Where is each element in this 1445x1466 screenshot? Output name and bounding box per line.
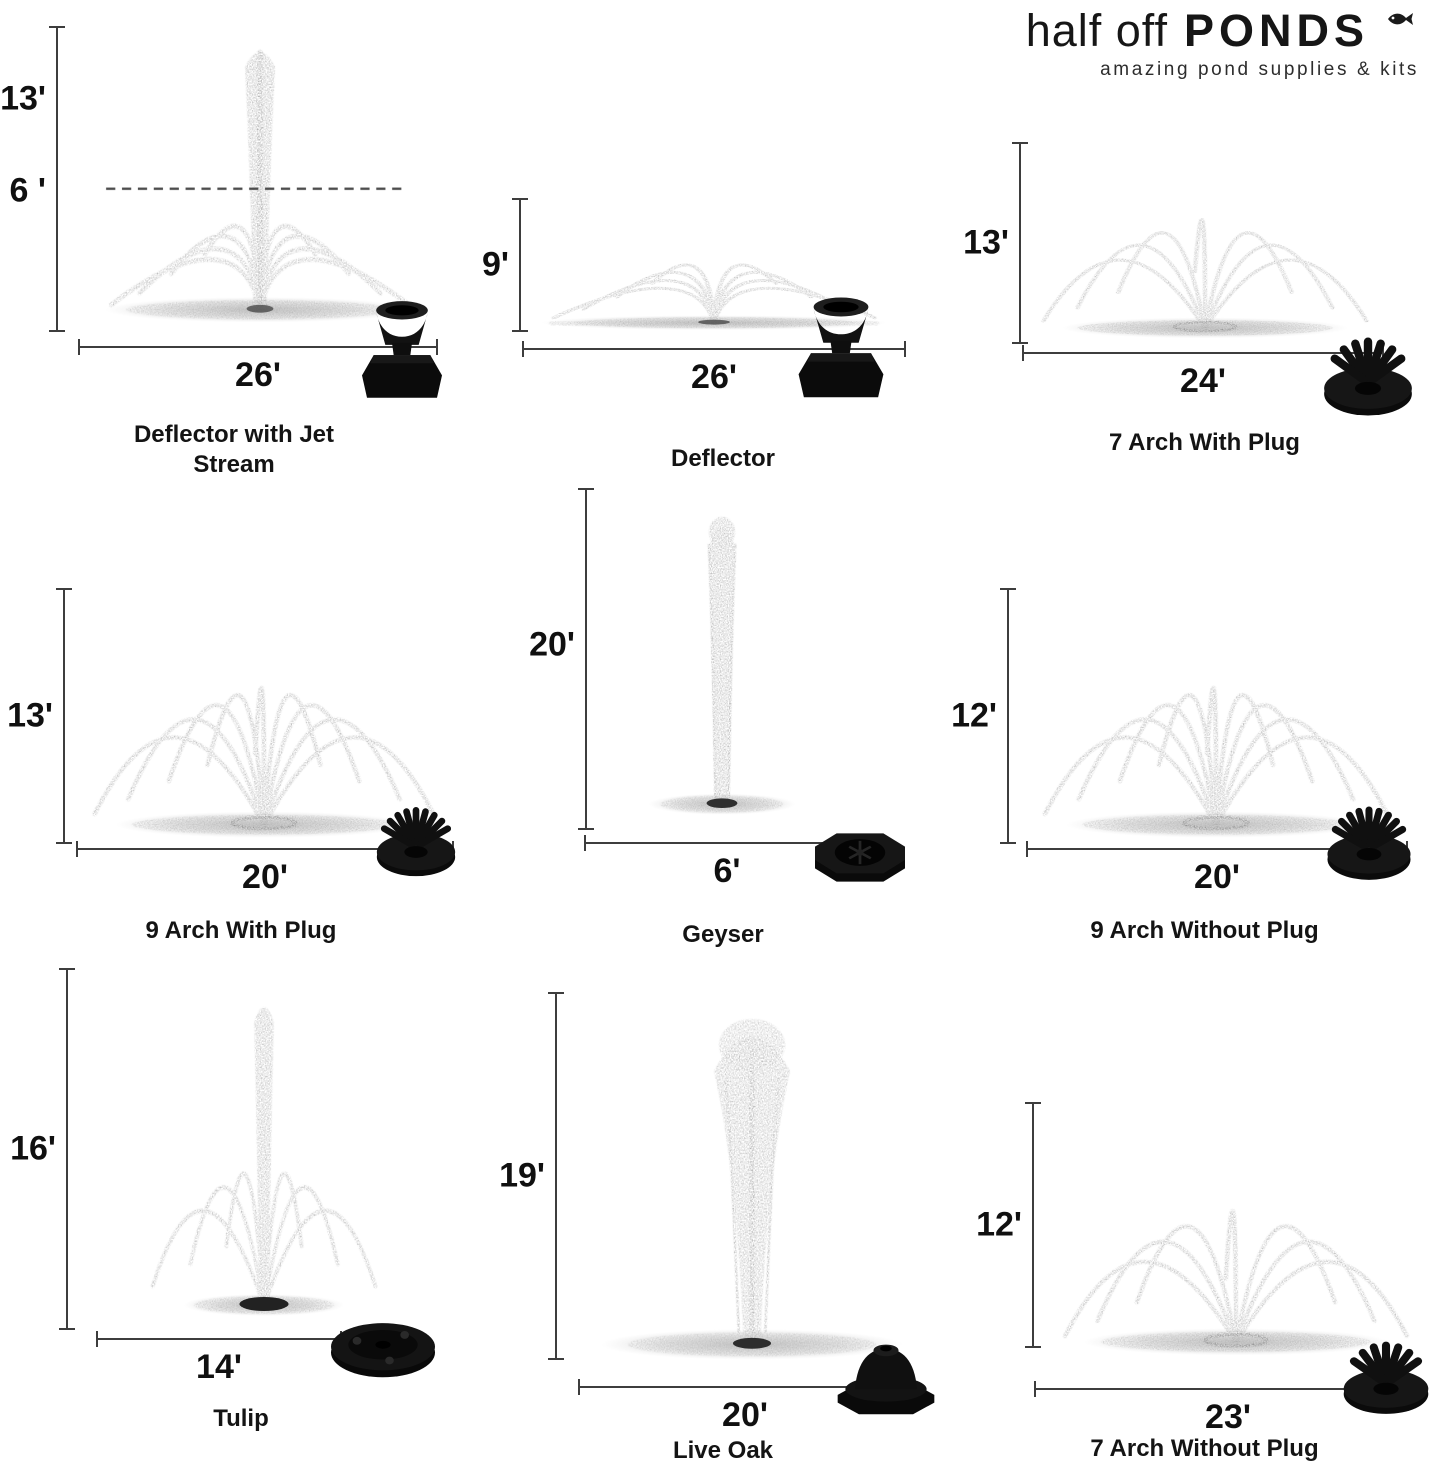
height-measure-line: [512, 198, 528, 332]
height-measure-line: [578, 488, 594, 830]
width-value: 26': [691, 358, 737, 396]
fountain-name: Deflector with Jet Stream: [133, 421, 335, 478]
spray-illustration-geyser: [612, 486, 832, 832]
fountain-card-deflector-with-jet-stream: 13' 6 ' 26' Deflector with Jet Stream: [0, 0, 482, 484]
width-measure-line: [78, 339, 438, 355]
fountain-name: Geyser: [682, 921, 764, 948]
fountain-name: Deflector: [670, 445, 776, 472]
height-measure-line: [59, 968, 75, 1330]
height-value: 13': [963, 223, 1009, 262]
fountain-card-tulip: 16' 14' Tulip: [0, 968, 482, 1452]
height-measure-line: [548, 992, 564, 1360]
width-measure: 20': [76, 841, 454, 897]
width-measure-line: [522, 341, 906, 357]
live-oak-nozzle-image: [828, 1304, 944, 1420]
brand-name: half off PONDS: [1026, 8, 1419, 53]
fountain-name: 9 Arch Without Plug: [1090, 917, 1319, 944]
width-measure: 24': [1022, 345, 1384, 401]
height-measure: 16': [10, 968, 75, 1330]
height-measure-line: [1012, 142, 1028, 344]
height-value: 13': [0, 79, 46, 118]
7-prong-nozzle-image: [1312, 310, 1424, 422]
deflector-nozzle-image: [352, 290, 452, 412]
height-measure: 13': [963, 142, 1028, 344]
height-value: 12': [951, 696, 997, 735]
fountain-card-live-oak: 19' 20' Live Oak: [482, 968, 964, 1464]
width-measure: 6': [584, 835, 870, 891]
fountain-name: 7 Arch Without Plug: [1090, 1435, 1319, 1462]
height-measure: 9': [463, 198, 528, 332]
fountain-card-7-arch-without-plug: 12' 23' 7 Arch Without Plug: [964, 968, 1445, 1462]
width-measure: 14': [96, 1331, 342, 1387]
height-value: 9': [482, 245, 509, 284]
width-value: 14': [196, 1348, 242, 1386]
height-measure-line: [1000, 588, 1016, 844]
height-secondary-value: 6 ': [9, 171, 46, 210]
brand-name-light: half off: [1025, 5, 1168, 56]
width-value: 20': [242, 858, 288, 896]
fountain-card-7-arch-with-plug: 13' 24' 7 Arch With Plug: [963, 0, 1445, 484]
height-measure-line: [1025, 1102, 1041, 1348]
geyser-nozzle-image: [806, 790, 914, 890]
width-measure: 20': [578, 1379, 912, 1435]
9-prong-nozzle-image: [366, 782, 466, 882]
fountain-name: Live Oak: [672, 1437, 774, 1464]
width-measure: 23': [1034, 1381, 1422, 1437]
fountain-name: 7 Arch With Plug: [1109, 429, 1300, 456]
width-value: 20': [1194, 858, 1240, 896]
brand-tagline: amazing pond supplies & kits: [1100, 59, 1419, 80]
fish-icon: [1385, 9, 1419, 29]
width-measure-line: [1022, 345, 1384, 361]
brand-logo: half off PONDS amazing pond supplies & k…: [1026, 8, 1419, 81]
height-value: 13': [7, 696, 53, 735]
fountain-name: Tulip: [213, 1405, 269, 1432]
fountain-card-9-arch-with-plug: 13' 20' 9 Arch With Plug: [0, 484, 482, 968]
fountain-card-9-arch-without-plug: 12' 20' 9 Arch Without Plug: [951, 484, 1445, 968]
brand-name-bold: PONDS: [1183, 5, 1369, 56]
height-measure: 20': [529, 488, 594, 830]
width-value: 23': [1205, 1398, 1251, 1436]
height-measure: 13' 6 ': [0, 26, 65, 332]
width-measure: 26': [78, 339, 438, 395]
height-measure: 12': [951, 588, 1016, 844]
deflector-nozzle-image: [788, 286, 894, 412]
width-value: 24': [1180, 362, 1226, 400]
height-measure: 12': [976, 1102, 1041, 1348]
width-measure: 26': [522, 341, 906, 397]
width-measure-line: [96, 1331, 342, 1347]
9-prong-nozzle-image: [1316, 780, 1422, 886]
height-value: 12': [976, 1205, 1022, 1244]
width-value: 20': [722, 1396, 768, 1434]
height-measure: 19': [499, 992, 564, 1360]
height-value: 16': [10, 1129, 56, 1168]
width-value: 6': [713, 852, 741, 890]
fountain-name: 9 Arch With Plug: [145, 917, 337, 944]
height-value: 19': [499, 1156, 545, 1195]
tulip-nozzle-image: [318, 1272, 448, 1390]
7-prong-nozzle-image: [1332, 1316, 1440, 1420]
fountain-card-geyser: 20' 6' Geyser: [482, 484, 964, 968]
fountain-card-deflector: 9' 26' Deflector: [482, 0, 964, 484]
height-measure: 13': [7, 588, 72, 844]
width-value: 26': [235, 356, 281, 394]
height-value: 20': [529, 625, 575, 664]
height-measure-line: [49, 26, 65, 332]
height-measure-line: [56, 588, 72, 844]
